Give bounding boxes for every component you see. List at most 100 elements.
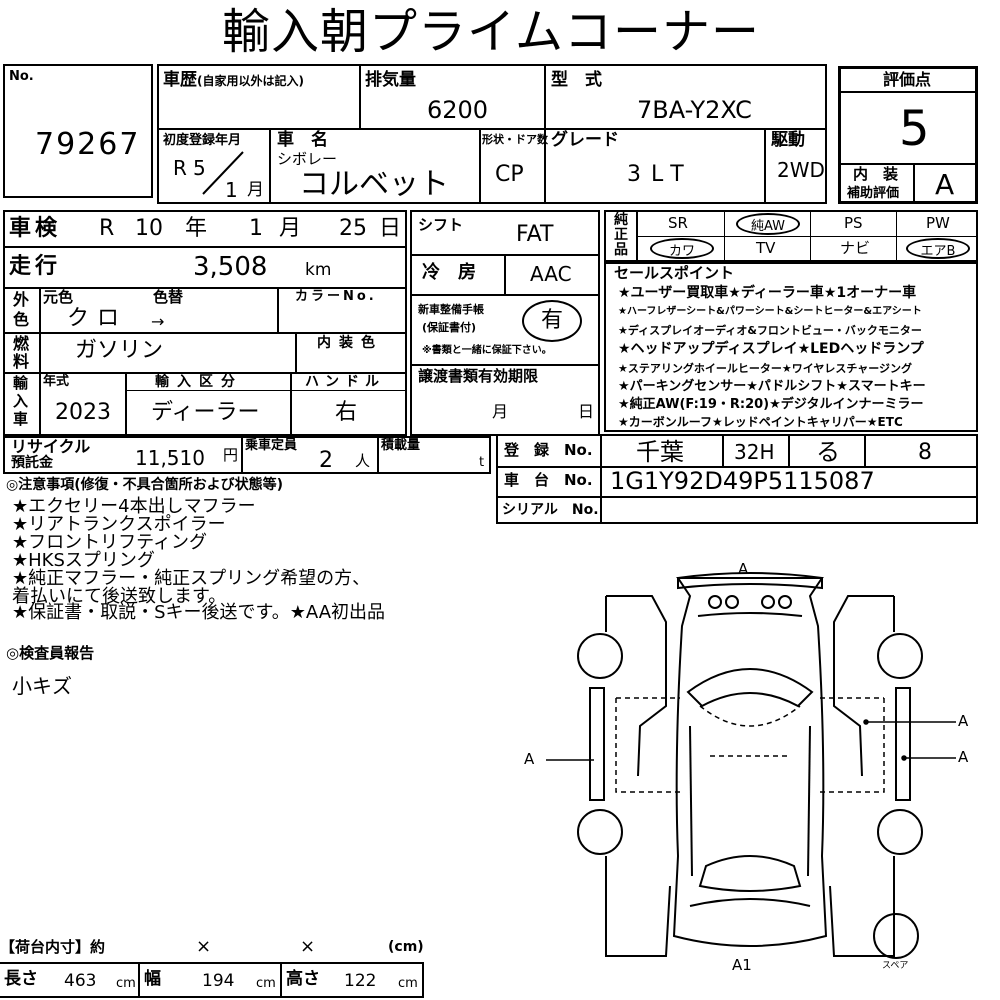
import-type: ディーラー xyxy=(151,400,260,425)
shift-value: FAT xyxy=(516,222,554,247)
fuel-label-2: 料 xyxy=(13,352,30,371)
car-name-label: 車 名 xyxy=(277,130,328,150)
recycle-unit: 円 xyxy=(223,446,239,464)
first-reg-label: 初度登録年月 xyxy=(163,133,242,148)
inspector-value: 小キズ xyxy=(12,674,72,698)
sales-point-line: ★純正AW(F:19・R:20)★デジタルインナーミラー xyxy=(618,397,924,412)
registration-label: 登 録 No. xyxy=(504,441,593,459)
body-type-label: 形状・ドア数 xyxy=(482,133,548,146)
rating-label: 評価点 xyxy=(883,70,932,89)
fuel-value: ガソリン xyxy=(75,338,164,363)
history-label: 車歴(自家用以外は記入) xyxy=(163,70,304,90)
model-label: 型 式 xyxy=(551,70,602,90)
damage-mark-rear: A1 xyxy=(732,956,752,974)
sales-point-line: ★ハーフレザーシート&パワーシート&シートヒーター&エアシート xyxy=(618,306,922,317)
cargo-x2: × xyxy=(300,936,316,957)
notes-label: ◎注意事項(修復・不具合箇所および状態等) xyxy=(6,477,284,493)
rating-box: 評価点 5 内 装 補助評価 A xyxy=(838,66,978,204)
capacity-value: 2 xyxy=(319,448,333,473)
interior-label-2: 補助評価 xyxy=(847,186,900,201)
transfer-month-unit: 月 xyxy=(492,402,509,421)
import-year: 2023 xyxy=(55,400,111,425)
color-value: クロ xyxy=(67,306,128,331)
length-value: 463 xyxy=(64,971,97,991)
note-line: ★リアトランクスポイラー xyxy=(12,514,226,535)
car-name: コルベット xyxy=(299,167,449,202)
cargo-unit: (cm) xyxy=(388,939,424,955)
inspection-month-unit: 月 xyxy=(279,216,302,241)
capacity-label: 乗車定員 xyxy=(245,438,298,453)
import-year-label: 年式 xyxy=(43,374,70,389)
handle-value: 右 xyxy=(335,400,358,425)
registration-kana: る xyxy=(816,438,840,466)
ac-label: 冷 房 xyxy=(422,262,476,283)
car-diagram xyxy=(546,572,956,959)
basic-info-box: 車歴(自家用以外は記入) 排気量 6200 型 式 7BA-Y2XC 初度登録年… xyxy=(157,64,827,204)
spare-label: スペア xyxy=(882,961,909,971)
mileage-unit: km xyxy=(305,260,332,280)
maintenance-label-1: 新車整備手帳 xyxy=(418,303,484,316)
interior-value: A xyxy=(935,168,955,201)
first-reg-slash xyxy=(202,151,244,195)
option-ps: PS xyxy=(844,214,863,232)
displacement-value: 6200 xyxy=(427,96,489,124)
width-value: 194 xyxy=(202,971,235,991)
grade-value: 3LT xyxy=(627,162,694,187)
first-reg-month: 1 xyxy=(225,178,238,202)
equipment-box: シフト FAT 冷 房 AAC 新車整備手帳 (保証書付) 有 ※書類と一緒に保… xyxy=(410,210,600,436)
ac-value: AAC xyxy=(530,262,572,286)
detail-box: 車検 R 10 年 1 月 25 日 走行 3,508 km 外 色 元色 色替… xyxy=(3,210,407,436)
damage-mark-left: A xyxy=(524,750,535,768)
length-label: 長さ xyxy=(4,969,38,989)
chassis-label: 車 台 No. xyxy=(504,471,593,489)
capacity-unit: 人 xyxy=(355,452,371,470)
sales-point-line: ★ディスプレイオーディオ&フロントビュー・バックモニター xyxy=(618,324,922,337)
lot-label: No. xyxy=(9,69,34,84)
import-label-2: 入 xyxy=(13,392,29,410)
inspection-year-unit: 年 xyxy=(185,216,208,241)
mileage-value: 3,508 xyxy=(193,252,268,282)
registration-region: 千葉 xyxy=(636,438,684,466)
maintenance-value: 有 xyxy=(540,308,563,333)
height-unit: cm xyxy=(398,976,418,991)
handle-label: ハンドル xyxy=(305,374,385,390)
damage-mark-right-top: A xyxy=(958,712,969,730)
first-reg-era: R xyxy=(173,156,187,180)
width-label: 幅 xyxy=(144,969,161,989)
interior-color-label: 内装色 xyxy=(317,335,383,351)
car-maker: シボレー xyxy=(277,150,338,168)
color-label-2: 色 xyxy=(13,310,30,329)
length-unit: cm xyxy=(116,976,136,991)
sales-point-line: ★ユーザー買取車★ディーラー車★1オーナー車 xyxy=(618,285,917,301)
transfer-label: 譲渡書類有効期限 xyxy=(418,367,539,385)
interior-label-1: 内 装 xyxy=(853,165,899,183)
cargo-x1: × xyxy=(196,936,212,957)
import-type-label: 輸入区分 xyxy=(155,374,243,390)
import-label-3: 車 xyxy=(13,410,29,428)
fuel-label-1: 燃 xyxy=(13,334,30,353)
width-unit: cm xyxy=(256,976,276,991)
drive-label: 駆動 xyxy=(771,130,805,150)
sales-points-box: セールスポイント ★ユーザー買取車★ディーラー車★1オーナー車 ★ハーフレザーシ… xyxy=(604,262,978,432)
note-line: 着払いにて後送致します。 xyxy=(12,586,227,607)
sales-point-line: ★ステアリングホイールヒーター★ワイヤレスチャージング xyxy=(618,362,913,375)
page-title: 輸入朝プライムコーナー xyxy=(222,4,761,60)
damage-mark-right-bottom: A xyxy=(958,748,969,766)
option-genuine-aw: 純AW xyxy=(736,213,800,235)
sales-point-line: ★カーボンルーフ★レッドペイントキャリパー★ETC xyxy=(618,415,903,429)
options-label-2: 正 xyxy=(614,227,628,243)
option-airbag: エアB xyxy=(906,238,970,259)
rating-value: 5 xyxy=(899,101,930,157)
option-tv: TV xyxy=(756,239,776,257)
damage-mark-front: A xyxy=(738,560,749,578)
lot-number-box: No. 79267 xyxy=(3,64,153,198)
options-label-1: 純 xyxy=(614,212,628,228)
inspection-era: R xyxy=(99,216,115,241)
inspector-label: ◎検査員報告 xyxy=(6,644,95,662)
displacement-label: 排気量 xyxy=(365,70,416,90)
recycle-value: 11,510 xyxy=(135,446,205,470)
recycle-label-2: 預託金 xyxy=(11,455,53,471)
inspection-day-unit: 日 xyxy=(379,216,402,241)
first-reg-month-unit: 月 xyxy=(247,180,264,200)
option-navi: ナビ xyxy=(840,239,871,257)
